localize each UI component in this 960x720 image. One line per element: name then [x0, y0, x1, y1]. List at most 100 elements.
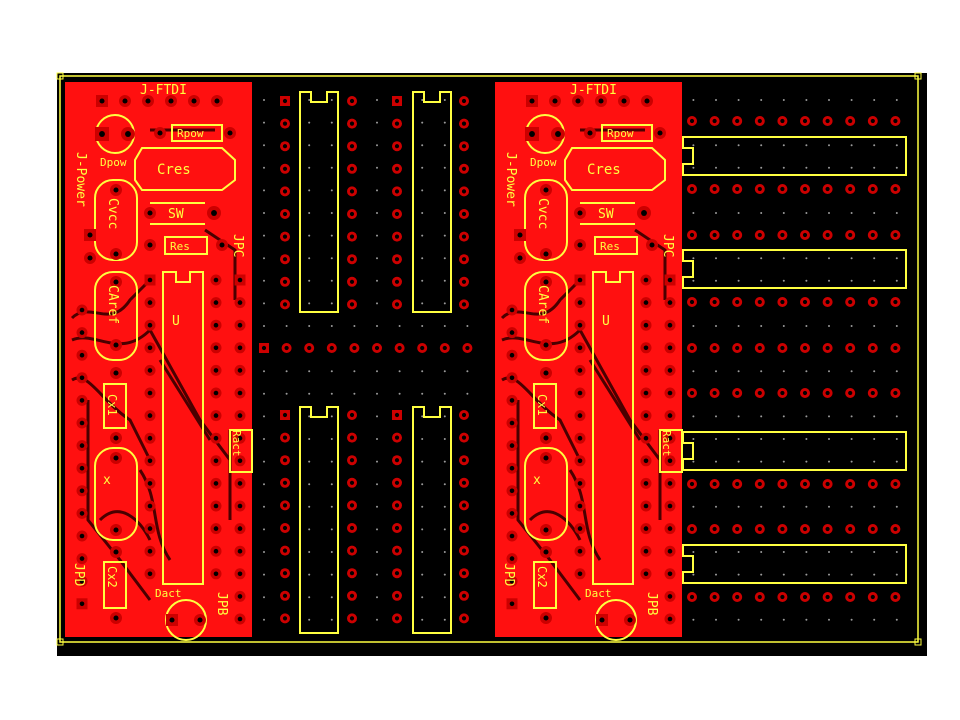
pad-hole [848, 232, 853, 238]
pad-hole [461, 480, 467, 485]
grid-dot [873, 551, 876, 553]
pad-hole [577, 390, 583, 396]
dip-socket-outline [412, 406, 452, 634]
grid-dot [850, 325, 853, 327]
pad-hole [237, 300, 243, 305]
pad-hole [113, 370, 119, 376]
grid-dot [376, 460, 378, 463]
pad-hole [122, 98, 128, 104]
grid-dot [376, 279, 378, 282]
pad-hole [735, 232, 740, 238]
label-jpb: JPB [644, 592, 659, 616]
grid-dot [330, 212, 333, 214]
pad-hole [282, 435, 288, 440]
pad-hole [282, 593, 288, 598]
pad-hole [349, 571, 355, 576]
grid-dot [443, 257, 446, 260]
pad-hole [394, 480, 400, 485]
pad-hole [757, 594, 762, 600]
grid-dot [466, 392, 469, 395]
grid-dot [308, 212, 311, 214]
pad-hole [643, 277, 649, 283]
grid-dot [715, 551, 717, 553]
pad-hole [667, 435, 673, 441]
grid-dot [263, 483, 265, 486]
pad-hole [282, 144, 288, 149]
pad-hole [145, 98, 151, 104]
pad-hole [780, 118, 785, 124]
grid-dot [376, 415, 378, 418]
silkscreen [94, 114, 253, 641]
pad-hole [555, 131, 561, 137]
pad-hole [282, 234, 288, 239]
grid-dot [715, 279, 717, 282]
grid-dot [805, 325, 808, 327]
grid-dot [805, 144, 808, 147]
pad-hole [893, 481, 898, 487]
grid-dot [421, 528, 424, 531]
grid-dot [330, 166, 333, 169]
grid-dot [285, 325, 288, 327]
grid-dot [782, 99, 785, 101]
pad-hole [848, 186, 853, 192]
pad-hole [79, 398, 85, 403]
grid-dot [421, 596, 424, 599]
pad-hole [735, 481, 740, 487]
grid-dot [895, 551, 898, 553]
pad-hole [667, 368, 673, 373]
grid-dot [760, 415, 763, 418]
pad-hole [465, 345, 470, 351]
module-left: J-FTDI Rpow Dpow Cres J-Power Cvcc SW Re… [65, 82, 253, 641]
grid-dot [715, 573, 717, 576]
grid-dot [443, 234, 446, 237]
grid-dot [308, 483, 311, 486]
grid-dot [308, 573, 311, 576]
pad-hole [147, 322, 153, 328]
grid-dot [850, 551, 853, 553]
grid-dot [692, 438, 695, 440]
grid-dot [263, 415, 265, 418]
grid-dot [760, 551, 763, 553]
grid-dot [828, 573, 830, 576]
pad-hole [113, 279, 119, 285]
pad-hole [543, 251, 549, 257]
pad-hole [197, 617, 203, 623]
label-jpc: JPC [230, 234, 245, 257]
pad-hole [461, 98, 467, 104]
pad-hole [712, 232, 717, 238]
grid-dot [263, 460, 265, 463]
grid-dot [782, 618, 785, 621]
pad-hole [657, 130, 663, 136]
pad-hole [643, 503, 649, 509]
pad-hole [213, 503, 219, 509]
grid-dot [263, 528, 265, 531]
trace [158, 359, 212, 441]
grid-dot [285, 392, 288, 395]
grid-dot [421, 212, 424, 214]
pad-hole [282, 257, 288, 262]
pad-hole [394, 458, 400, 463]
cx1-outline [103, 383, 127, 429]
pad-hole [641, 210, 647, 216]
grid-dot [782, 415, 785, 418]
pad-hole [349, 257, 355, 262]
pad-hole [735, 186, 740, 192]
caref-outline [524, 271, 568, 361]
grid-dot [353, 325, 356, 327]
pad-hole [643, 390, 649, 396]
grid-dot [715, 257, 717, 260]
label-dact: Dact [155, 587, 182, 600]
pad-hole [87, 232, 93, 238]
pad-hole [517, 232, 523, 238]
label-res: Res [170, 240, 190, 253]
grid-dot [692, 257, 695, 260]
grid-dot [421, 302, 424, 305]
grid-dot [398, 325, 401, 327]
pad-hole [282, 166, 288, 171]
grid-dot [873, 573, 876, 576]
grid-dot [850, 460, 853, 463]
pad-hole [848, 345, 853, 351]
grid-dot [330, 257, 333, 260]
grid-dot [308, 234, 311, 237]
pad-hole [712, 594, 717, 600]
